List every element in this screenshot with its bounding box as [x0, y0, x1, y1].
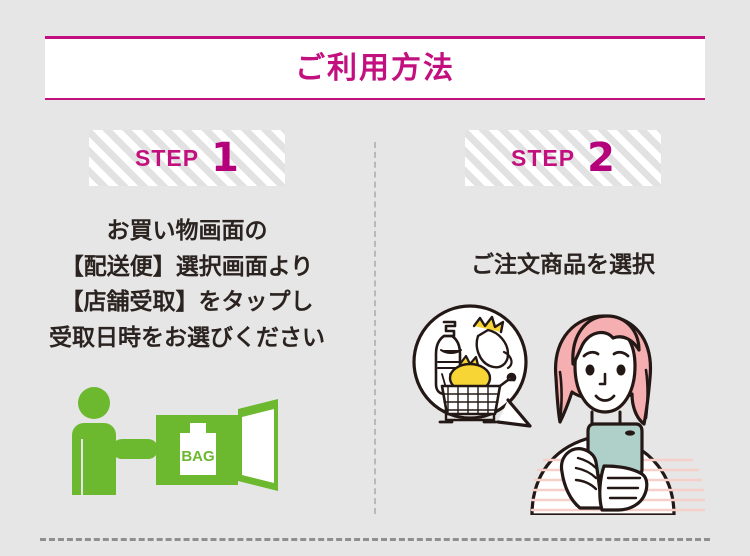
hair-strand-right	[644, 368, 649, 420]
person-arm-shape	[112, 439, 158, 459]
step-badge-label-1: STEP	[135, 144, 200, 171]
hand-right-fingers	[606, 476, 642, 500]
step-2-illustration	[408, 300, 718, 520]
eggplant-icon	[472, 315, 513, 370]
eye-left	[585, 364, 595, 376]
person-head-shape	[78, 387, 110, 419]
hand-left-fingers	[574, 456, 598, 491]
step-badge-number-1: 1	[211, 135, 239, 181]
step-column-1: STEP 1 お買い物画面の 【配送便】選択画面より 【店舗受取】をタップし 受…	[22, 130, 352, 520]
eyebrow-left	[582, 350, 600, 358]
step-badge-1: STEP 1	[89, 130, 285, 186]
phone-speaker	[625, 430, 635, 436]
page-header-banner: ご利用方法	[45, 36, 705, 100]
person-body-shape	[72, 423, 116, 495]
eye-right	[616, 364, 626, 376]
shopping-bag-label: BAG	[181, 448, 214, 465]
store-opening-white	[242, 409, 274, 483]
page-title: ご利用方法	[295, 50, 455, 86]
shopping-cart-icon	[438, 372, 517, 424]
hair-fringe-shape	[571, 314, 641, 366]
eyebrow-right	[612, 350, 630, 358]
step-badge-number-2: 2	[587, 135, 615, 181]
nose	[598, 372, 607, 386]
step-column-2: STEP 2 ご注文商品を選択	[398, 130, 728, 520]
shopping-bag-shape	[180, 423, 216, 475]
steps-vertical-divider	[374, 142, 376, 514]
mouth	[594, 394, 616, 402]
hair-strand-left	[558, 370, 563, 422]
person-body-seam	[81, 439, 83, 495]
step-description-1: お買い物画面の 【配送便】選択画面より 【店舗受取】をタップし 受取日時をお選び…	[49, 218, 325, 351]
step-1-illustration: BAG	[56, 387, 318, 504]
step-description-2: ご注文商品を選択	[471, 252, 655, 278]
step-badge-label-2: STEP	[511, 144, 576, 171]
step-badge-2: STEP 2	[465, 130, 661, 186]
section-bottom-divider	[40, 538, 710, 541]
thought-bubble-tail	[496, 398, 532, 428]
